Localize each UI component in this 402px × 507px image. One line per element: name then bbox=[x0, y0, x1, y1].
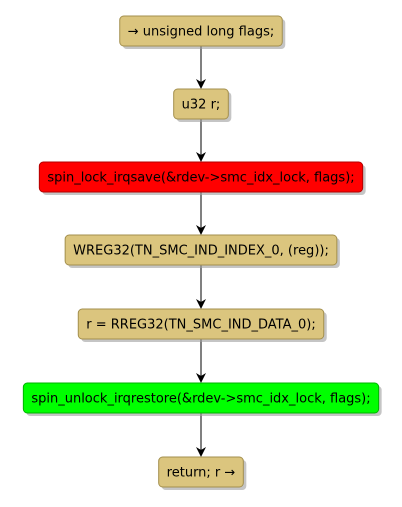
node-spin-lock: spin_lock_irqsave(&rdev->smc_idx_lock, f… bbox=[38, 161, 366, 195]
node-box bbox=[173, 88, 229, 120]
node-declare-r: u32 r; bbox=[173, 88, 232, 122]
node-wreg32-label: WREG32(TN_SMC_IND_INDEX_0, (reg)); bbox=[73, 244, 329, 259]
node-box bbox=[77, 308, 325, 340]
node-declare-flags-label: → unsigned long flags; bbox=[128, 25, 275, 40]
node-box bbox=[38, 161, 364, 193]
node-return: return; r → bbox=[158, 456, 247, 490]
node-spin-unlock-label: spin_unlock_irqrestore(&rdev->smc_idx_lo… bbox=[31, 392, 370, 407]
nodes: → unsigned long flags; u32 r; spin_lock_… bbox=[22, 15, 382, 490]
node-rreg32-label: r = RREG32(TN_SMC_IND_DATA_0); bbox=[86, 318, 315, 333]
node-return-label: return; r → bbox=[167, 466, 236, 481]
node-box bbox=[22, 382, 380, 414]
node-declare-r-label: u32 r; bbox=[182, 98, 221, 113]
node-box bbox=[64, 234, 338, 266]
node-wreg32: WREG32(TN_SMC_IND_INDEX_0, (reg)); bbox=[64, 234, 340, 268]
node-rreg32: r = RREG32(TN_SMC_IND_DATA_0); bbox=[77, 308, 327, 342]
node-spin-unlock: spin_unlock_irqrestore(&rdev->smc_idx_lo… bbox=[22, 382, 382, 416]
node-box bbox=[119, 15, 283, 47]
node-declare-flags: → unsigned long flags; bbox=[119, 15, 286, 49]
node-spin-lock-label: spin_lock_irqsave(&rdev->smc_idx_lock, f… bbox=[47, 171, 354, 186]
node-box bbox=[158, 456, 244, 488]
